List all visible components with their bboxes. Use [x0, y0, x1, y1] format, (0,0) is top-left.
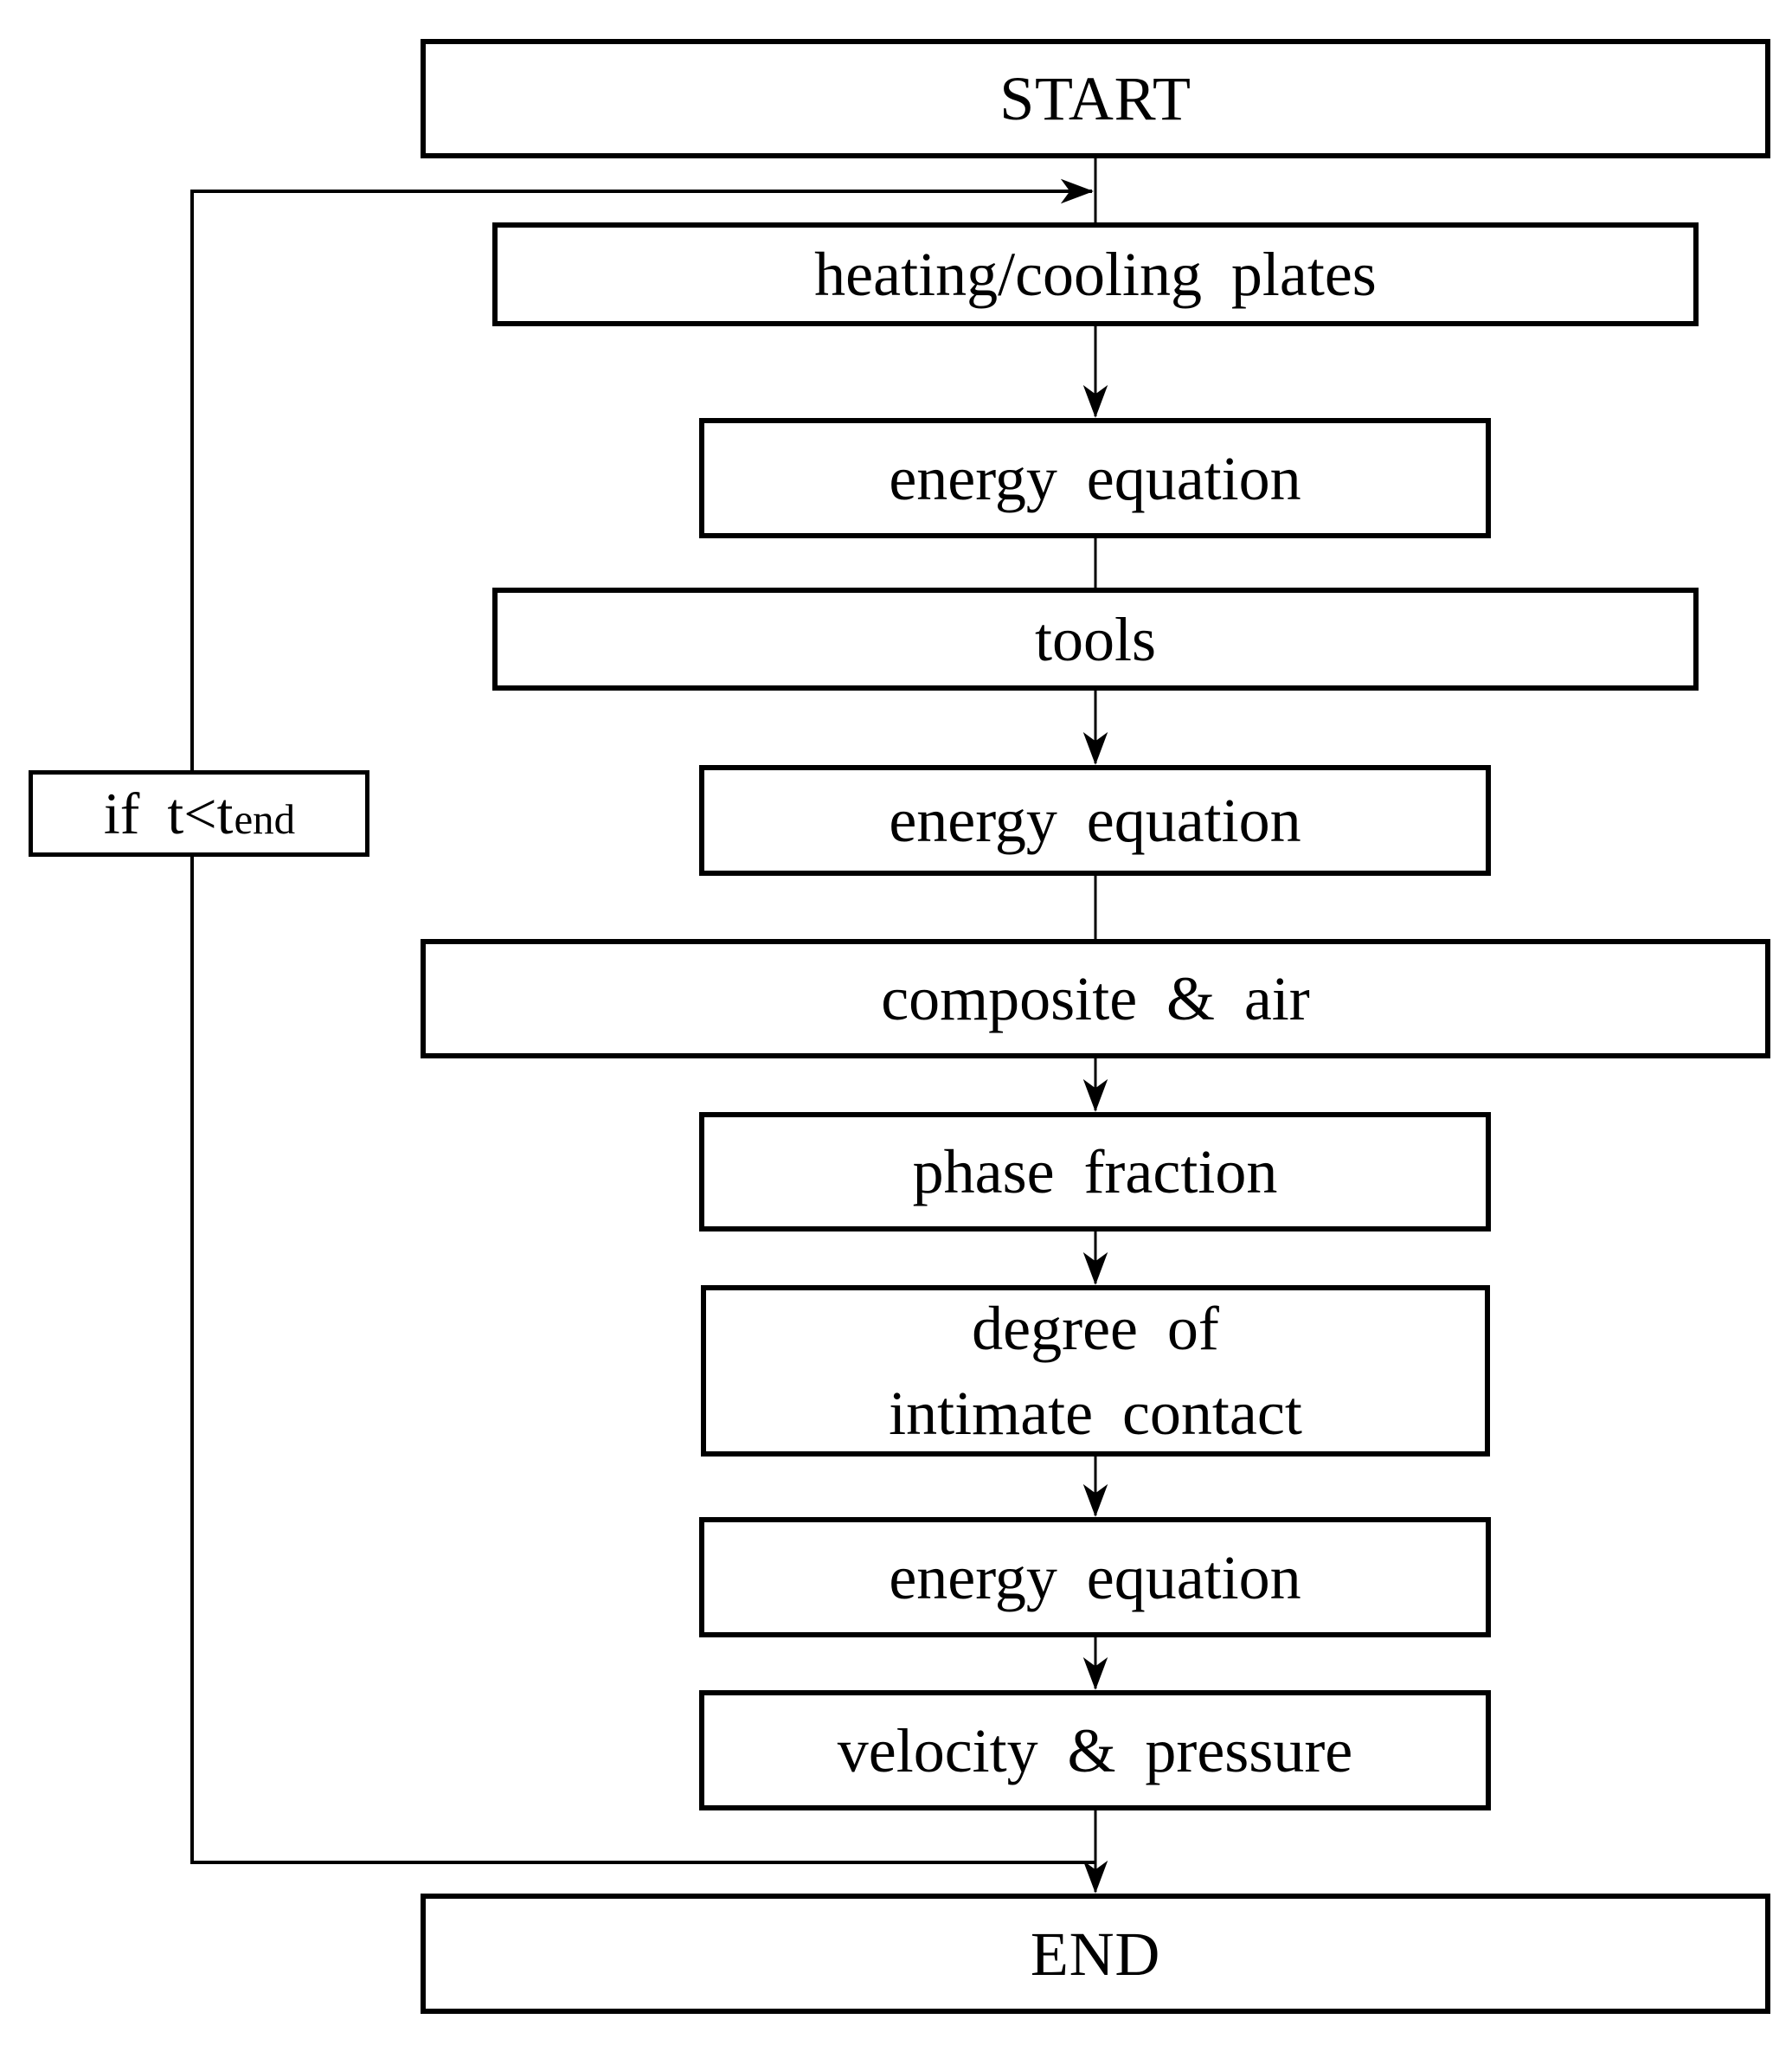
- node-phase-fraction-label: phase fraction: [912, 1137, 1278, 1206]
- node-energy-equation-1-label: energy equation: [889, 443, 1301, 513]
- node-velocity-pressure-label: velocity & pressure: [837, 1715, 1353, 1785]
- node-energy-equation-3: energy equation: [699, 1517, 1491, 1637]
- node-energy-equation-2: energy equation: [699, 765, 1491, 876]
- node-tools: tools: [492, 588, 1699, 691]
- node-energy-equation-2-label: energy equation: [889, 786, 1301, 855]
- node-end-label: END: [1030, 1919, 1161, 1989]
- node-heating-cooling-plates: heating/cooling plates: [492, 222, 1699, 326]
- node-degree-line-1: degree of: [972, 1294, 1219, 1363]
- node-start-label: START: [999, 64, 1191, 133]
- node-phase-fraction: phase fraction: [699, 1112, 1491, 1232]
- node-end: END: [421, 1894, 1770, 2014]
- node-start: START: [421, 39, 1770, 158]
- node-energy-equation-1: energy equation: [699, 418, 1491, 538]
- loop-condition-text: if t<t: [103, 781, 234, 846]
- node-composite-air-label: composite & air: [881, 964, 1310, 1033]
- node-degree-line-2: intimate contact: [889, 1379, 1302, 1448]
- node-velocity-pressure: velocity & pressure: [699, 1690, 1491, 1810]
- node-energy-equation-3-label: energy equation: [889, 1542, 1301, 1612]
- node-heating-cooling-plates-label: heating/cooling plates: [814, 240, 1377, 309]
- node-tools-label: tools: [1034, 604, 1157, 674]
- node-composite-air: composite & air: [421, 939, 1770, 1058]
- node-degree-of-intimate-contact: degree of intimate contact: [701, 1285, 1490, 1457]
